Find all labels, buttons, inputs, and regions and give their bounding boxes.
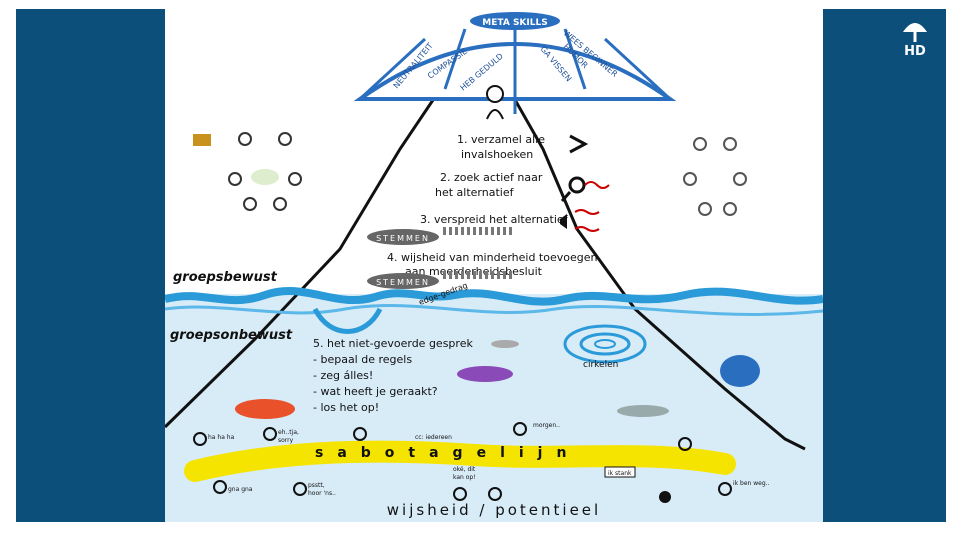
wave-curl-left bbox=[312, 307, 383, 334]
people-underwater bbox=[193, 422, 732, 501]
umbrella-logo-icon bbox=[903, 23, 927, 42]
speech-kan: kan op! bbox=[453, 474, 476, 481]
underwater-item-2: - bepaal de regels bbox=[313, 353, 412, 366]
step-3: 3. verspreid het alternatief bbox=[420, 213, 569, 226]
underwater-item-1: 5. het niet-gevoerde gesprek bbox=[313, 337, 473, 350]
drawing-canvas: META SKILLS NEUTRALITEIT COMPASSIE HEB G… bbox=[165, 9, 823, 522]
purple-fish-icon bbox=[457, 366, 513, 382]
speech-oke: oké, dit bbox=[453, 466, 476, 473]
stemmen-label-1: STEMMEN bbox=[376, 234, 430, 243]
speech-cc: cc: iedereen bbox=[415, 434, 452, 441]
illustration: META SKILLS NEUTRALITEIT COMPASSIE HEB G… bbox=[165, 12, 823, 522]
speech-weg: ik ben weg.. bbox=[733, 480, 770, 487]
speech-hoor: hoor 'ns.. bbox=[308, 490, 336, 497]
label-groepsonbewust: groepsonbewust bbox=[170, 328, 293, 343]
label-cirkelen: cirkelen bbox=[583, 360, 618, 370]
step-1-line-1: 1. verzamel alle bbox=[457, 133, 545, 146]
speech-psstt: psstt, bbox=[308, 482, 325, 489]
umbrella-title-badge bbox=[470, 12, 560, 30]
umbrella-title: META SKILLS bbox=[482, 18, 547, 28]
hd-logo: HD bbox=[895, 14, 935, 62]
step-1-line-2: invalshoeken bbox=[461, 148, 533, 161]
stemmen-badge-1 bbox=[367, 229, 439, 245]
umbrella-ribs bbox=[358, 27, 672, 101]
stank-sign bbox=[604, 466, 636, 478]
orange-fish-icon bbox=[235, 399, 295, 419]
sabotage-label: sabotagelijn bbox=[315, 445, 580, 461]
underwater-item-4: - wat heeft je geraakt? bbox=[313, 385, 438, 398]
label-groepsbewust: groepsbewust bbox=[173, 270, 278, 285]
arrows-icon bbox=[569, 134, 589, 154]
water-surface-line bbox=[165, 304, 823, 316]
magnifier-icon bbox=[568, 176, 586, 194]
speech-gnagna: gna gna bbox=[228, 486, 253, 493]
speech-hahaha: ha ha ha bbox=[208, 434, 235, 441]
group-center-glow bbox=[251, 169, 279, 185]
speech-ehtja: eh..tja, bbox=[278, 429, 299, 436]
popcorn-icon bbox=[193, 134, 211, 146]
hd-logo-text: HD bbox=[904, 44, 926, 59]
stemmen-badge-2 bbox=[367, 273, 439, 289]
speech-sorry: sorry bbox=[278, 437, 294, 444]
underwater-item-5: - los het op! bbox=[313, 401, 379, 414]
umbrella-person-icon bbox=[486, 85, 504, 103]
water-surface-wave bbox=[165, 287, 823, 306]
bomb-icon bbox=[659, 491, 671, 503]
speaker-icon bbox=[560, 214, 567, 229]
small-shark-icon bbox=[491, 340, 519, 348]
step-2-line-1: 2. zoek actief naar bbox=[440, 171, 543, 184]
sabotage-line bbox=[184, 440, 736, 482]
blue-fish-icon bbox=[720, 355, 760, 387]
step-4-line-1: 4. wijsheid van minderheid toevoegen bbox=[387, 251, 597, 264]
whirlpool-icon bbox=[563, 324, 647, 364]
speech-stank: ik stank bbox=[608, 470, 632, 477]
group-left bbox=[228, 132, 302, 211]
step-2-line-2: het alternatief bbox=[435, 186, 515, 199]
stemmen-label-2: STEMMEN bbox=[376, 278, 430, 287]
speech-morgen: morgen.. bbox=[533, 422, 560, 429]
shark-icon bbox=[617, 405, 669, 417]
group-right bbox=[683, 137, 747, 216]
underwater-item-3: - zeg álles! bbox=[313, 369, 373, 382]
bottom-title: wijsheid / potentieel bbox=[387, 501, 601, 519]
